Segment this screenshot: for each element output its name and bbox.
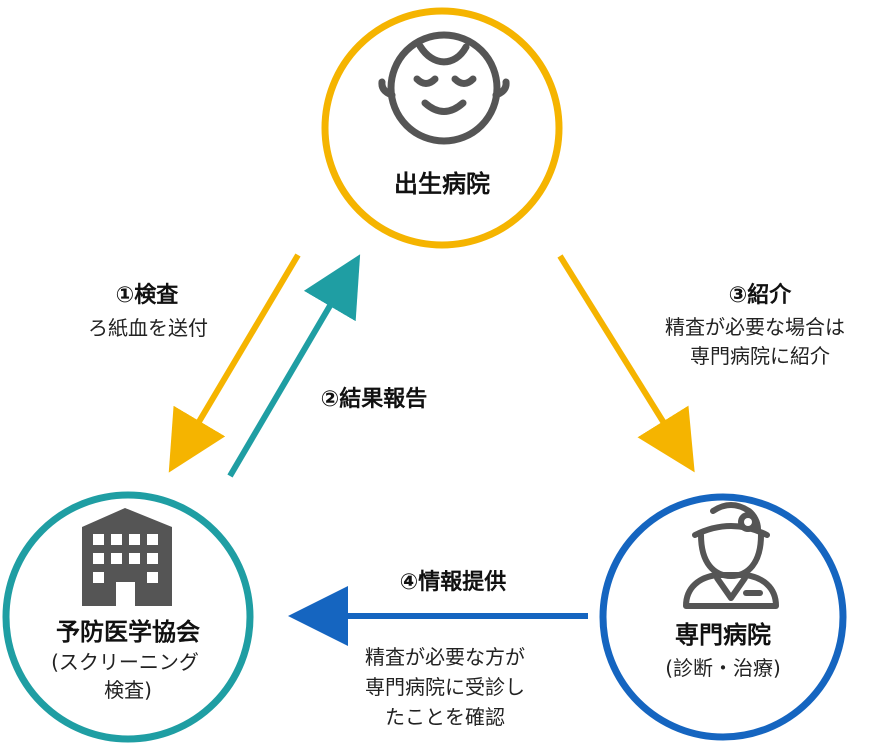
specialist-hospital-title: 専門病院	[675, 621, 771, 649]
step1-desc: ろ紙血を送付	[88, 316, 208, 340]
step4-desc2: 専門病院に受診し	[365, 675, 525, 699]
step3-title: ③紹介	[728, 283, 792, 308]
specialist-hospital-circle	[599, 493, 847, 741]
birth-hospital-title: 出生病院	[394, 170, 490, 198]
birth-hospital-circle	[321, 7, 563, 249]
prevention-assoc-title: 予防医学協会	[56, 618, 200, 646]
step4-title: ④情報提供	[399, 570, 507, 595]
step2-title: ②結果報告	[320, 387, 428, 412]
step4-desc3: たことを確認	[385, 705, 505, 729]
doctor-icon	[683, 502, 779, 609]
baby-face-icon	[378, 31, 510, 145]
step4-desc1: 精査が必要な方が	[365, 645, 525, 669]
building-icon	[82, 508, 172, 606]
arrow-step2	[227, 254, 361, 478]
arrow-step3	[557, 254, 695, 473]
specialist-hospital-sub: (診断・治療)	[665, 656, 781, 680]
step1-title: ①検査	[115, 283, 179, 308]
prevention-assoc-circle	[2, 491, 254, 743]
arrow-step1	[168, 253, 301, 473]
step3-desc2: 専門病院に紹介	[690, 344, 830, 368]
head-mirror-center	[744, 518, 752, 526]
prevention-assoc-sub1: (スクリーニング	[51, 650, 199, 674]
prevention-assoc-sub2: 検査)	[104, 678, 152, 702]
step3-desc1: 精査が必要な場合は	[665, 315, 845, 339]
